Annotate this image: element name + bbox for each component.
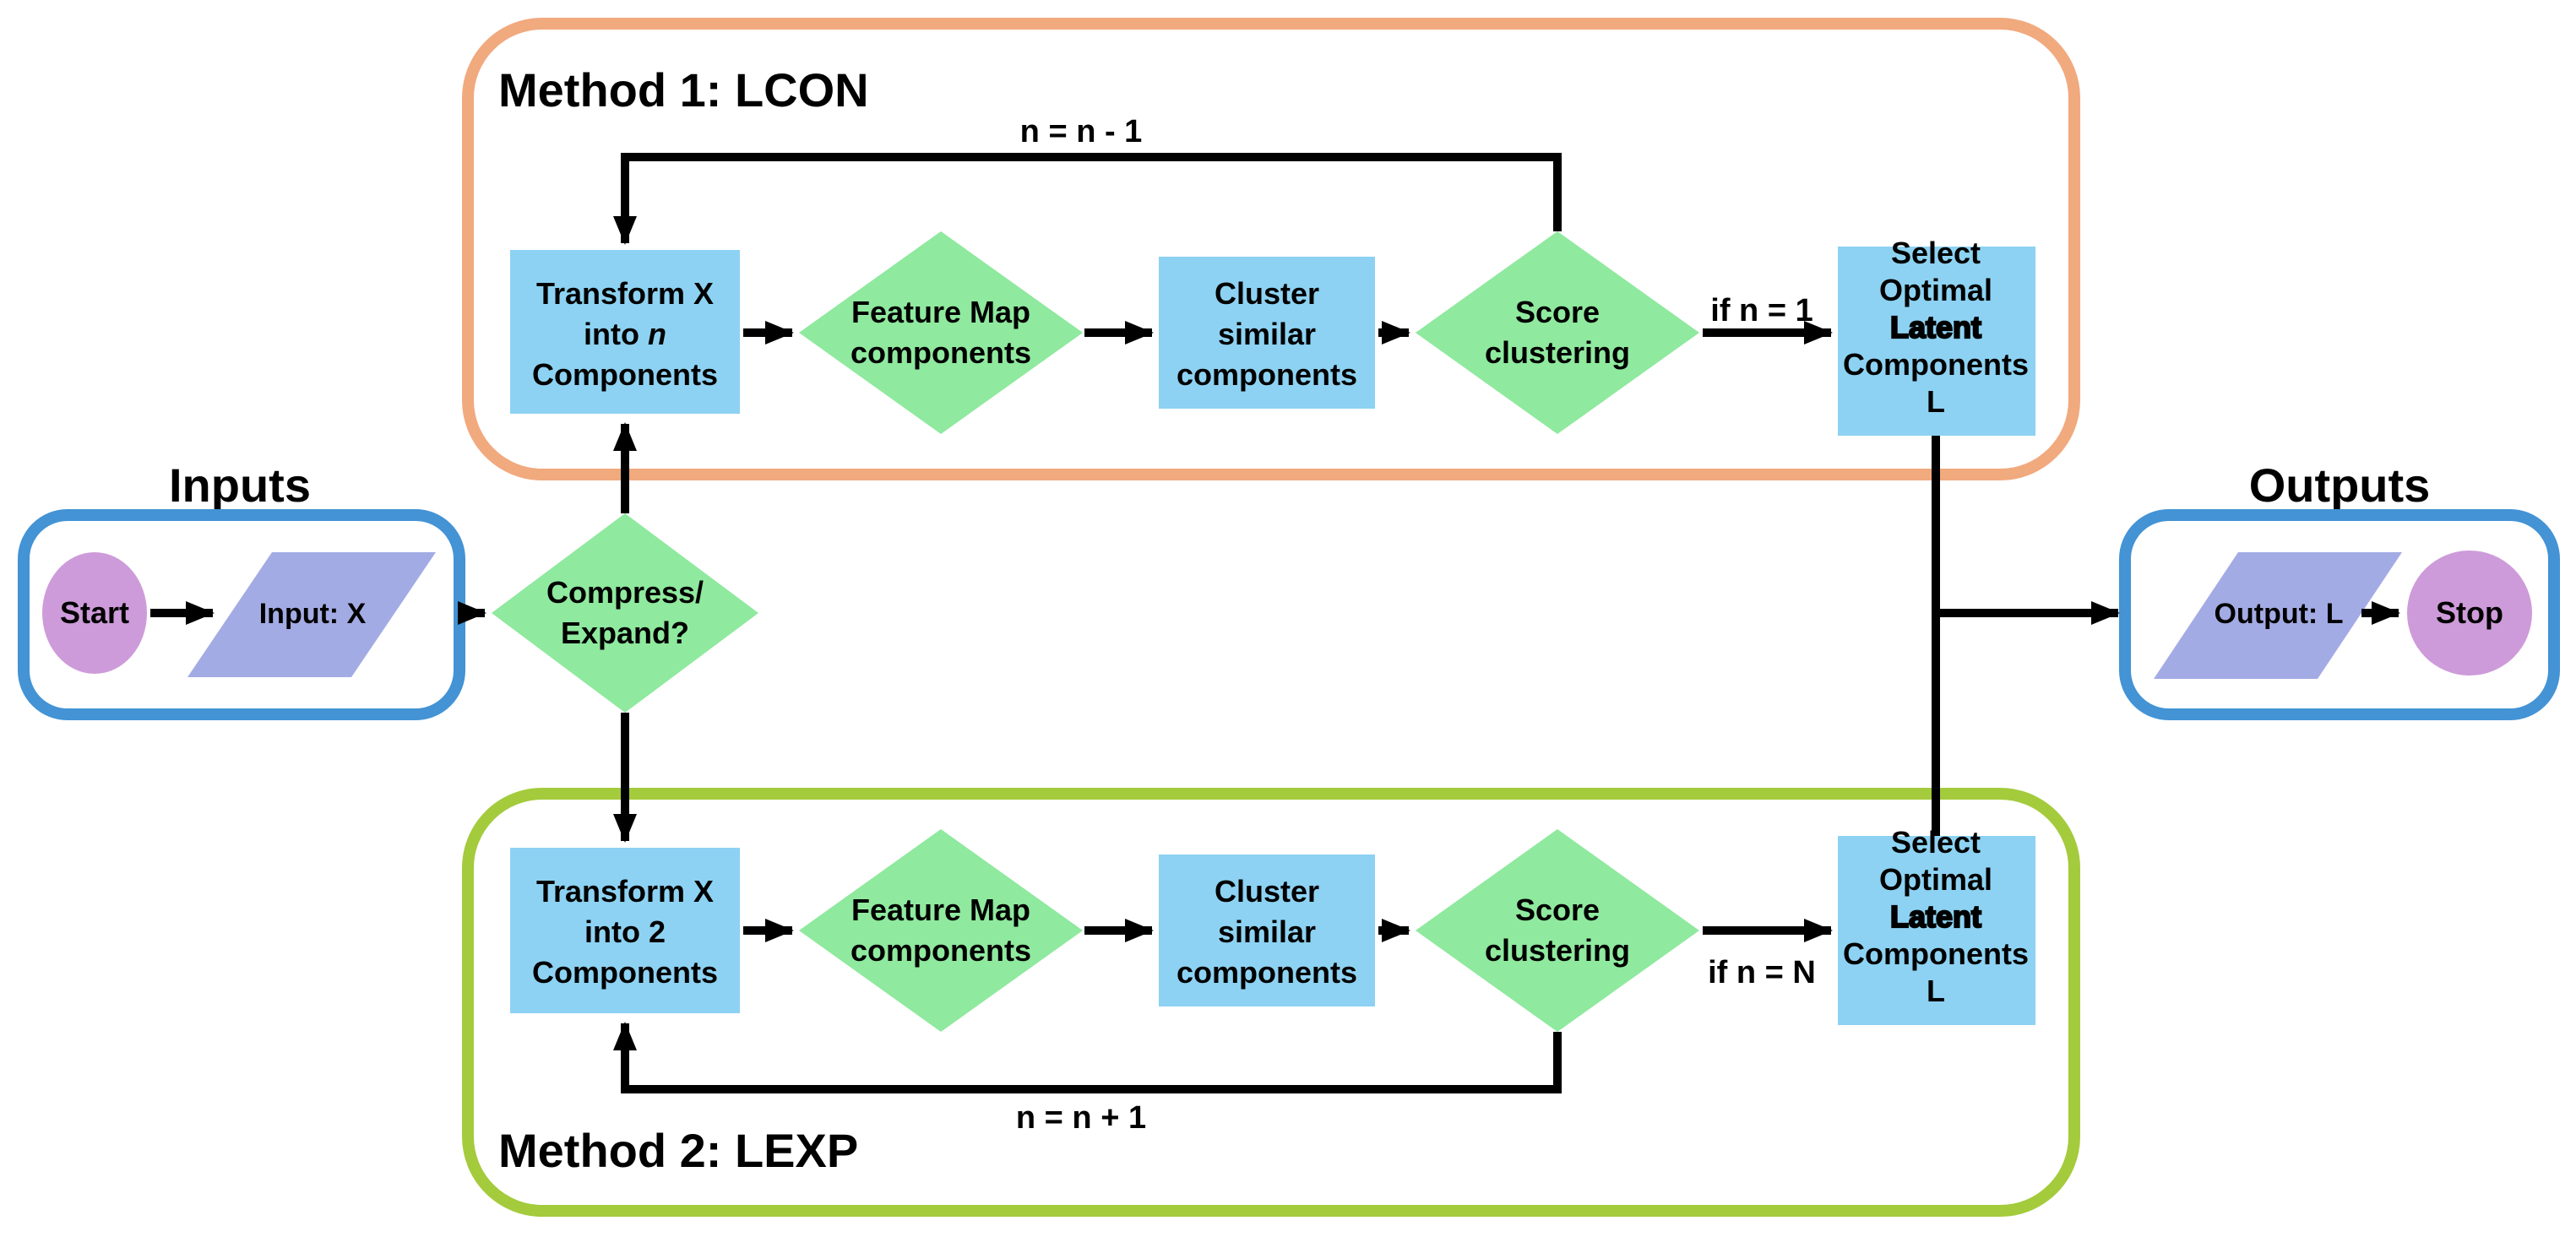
method1-select-line2: Optimal xyxy=(1879,273,1992,307)
method1-cluster-line2: similar xyxy=(1218,317,1316,351)
method2-score-line2: clustering xyxy=(1485,933,1630,968)
method1-title: Method 1: LCON xyxy=(498,63,869,117)
method1-select-line5: L xyxy=(1927,384,1945,419)
method2-score-diamond xyxy=(1416,829,1699,1032)
compress-expand-label-line2: Expand? xyxy=(561,616,689,650)
method1-select-box xyxy=(1838,247,2035,436)
method1-select-line1: Select xyxy=(1891,236,1981,270)
method2-group: Method 2: LEXP xyxy=(462,788,2080,1217)
method1-select-line3: Latent xyxy=(1890,310,1981,345)
compress-expand-decision: Compress/ Expand? xyxy=(492,513,758,713)
method1-loop-label: n = n - 1 xyxy=(1020,114,1143,149)
method1-transform-box xyxy=(510,250,740,414)
method2-select-line5: L xyxy=(1927,974,1945,1008)
method2-cluster-line1: Cluster xyxy=(1215,874,1319,909)
method2-feature-line2: components xyxy=(851,933,1031,968)
method2-score-line1: Score xyxy=(1515,892,1600,927)
method1-feature-map-diamond xyxy=(799,231,1083,434)
method1-select-line4: Components xyxy=(1843,347,2029,382)
input-data-label: Input: X xyxy=(259,598,367,630)
start-terminator xyxy=(42,552,147,674)
method2-cluster-box xyxy=(1159,855,1375,1006)
method1-cluster-line1: Cluster xyxy=(1215,276,1319,311)
outputs-title: Outputs xyxy=(2249,458,2431,512)
method1-transform-line3: Components xyxy=(532,357,718,392)
method2-transform-line1: Transform X xyxy=(536,874,714,909)
method2-transform-line2: into 2 xyxy=(584,914,666,949)
method2-loop-label: n = n + 1 xyxy=(1016,1100,1146,1136)
method1-cluster-line3: components xyxy=(1177,357,1357,392)
method2-frame xyxy=(462,788,2080,1217)
method2-cluster-line2: similar xyxy=(1218,914,1316,949)
inputs-title: Inputs xyxy=(169,458,311,512)
stop-terminator xyxy=(2407,551,2532,675)
method2-feature-map-diamond xyxy=(799,829,1083,1032)
method1-group: Method 1: LCON xyxy=(462,18,2080,480)
method1-score-line2: clustering xyxy=(1485,335,1630,370)
method2-transform-line3: Components xyxy=(532,955,718,990)
inputs-section: Inputs Start Input: X xyxy=(18,458,465,720)
loop-m1-n-minus-1 xyxy=(613,153,1562,245)
compress-expand-label-line1: Compress/ xyxy=(546,575,704,610)
method2-nodes: Transform X into 2 Components Feature Ma… xyxy=(510,825,2035,1136)
method1-score-line1: Score xyxy=(1515,295,1600,329)
outputs-frame xyxy=(2119,509,2560,720)
method1-condition-label: if n = 1 xyxy=(1710,293,1812,328)
method2-select-line4: Components xyxy=(1843,936,2029,971)
outputs-section: Outputs Output: L Stop xyxy=(2119,458,2560,720)
loop-m2-n-plus-1 xyxy=(613,1022,1562,1093)
connectors xyxy=(150,153,2400,1093)
start-label: Start xyxy=(60,595,129,630)
method2-transform-box xyxy=(510,848,740,1013)
method1-transform-line2: into n xyxy=(584,317,666,351)
method1-transform-line1: Transform X xyxy=(536,276,714,311)
method1-feature-line2: components xyxy=(851,335,1031,370)
method2-select-line3: Latent xyxy=(1890,899,1981,934)
method2-feature-line1: Feature Map xyxy=(851,892,1030,927)
method2-select-line2: Optimal xyxy=(1879,862,1992,897)
output-data-label: Output: L xyxy=(2215,598,2344,630)
method1-cluster-box xyxy=(1159,257,1375,409)
method2-title: Method 2: LEXP xyxy=(498,1124,858,1177)
method1-feature-line1: Feature Map xyxy=(851,295,1030,329)
method2-condition-label: if n = N xyxy=(1708,955,1816,990)
method2-cluster-line3: components xyxy=(1177,955,1357,990)
stop-label: Stop xyxy=(2436,595,2503,630)
method1-nodes: Transform X into n Components Feature Ma… xyxy=(510,114,2035,436)
method1-frame xyxy=(462,18,2080,480)
compress-expand-diamond xyxy=(492,513,758,713)
method2-select-box xyxy=(1838,836,2035,1025)
output-data-parallelogram xyxy=(2154,552,2402,679)
method1-score-diamond xyxy=(1416,231,1699,434)
input-data-parallelogram xyxy=(187,552,436,677)
